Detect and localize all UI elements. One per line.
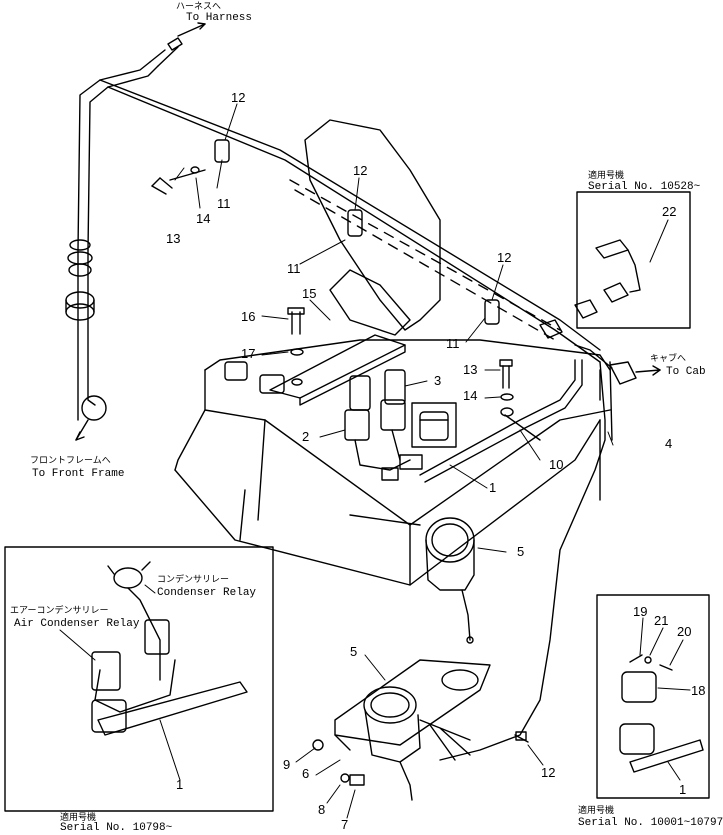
- part-number: 13: [166, 231, 181, 246]
- relay-box: [411, 402, 457, 448]
- part-number: 13: [463, 362, 478, 377]
- gauge-upper: [425, 517, 475, 644]
- to-front-frame-label-jp: フロントフレームへ: [30, 456, 111, 466]
- inset-bottom-right-applicable: 適用号機: [578, 806, 615, 816]
- bolt-13-right: [499, 359, 514, 401]
- part-number: 15: [302, 286, 317, 301]
- console-body: [174, 339, 611, 586]
- part-number: 11: [287, 261, 301, 276]
- part-number: 5: [350, 644, 358, 659]
- part-number: 5: [517, 544, 525, 559]
- to-harness-label: To Harness: [186, 12, 253, 24]
- part-number: 7: [341, 817, 349, 832]
- part-number: 6: [302, 766, 310, 781]
- inset-top-right: [576, 191, 691, 329]
- gauge-panel-lower: [312, 659, 491, 801]
- bracket-15: [224, 307, 406, 406]
- part-number: 1: [679, 782, 687, 797]
- tube-clips: [151, 139, 500, 325]
- inset-bottom-right: [596, 594, 710, 799]
- condenser-relay-label-jp: コンデンサリレー: [157, 575, 230, 585]
- part-number: 1: [176, 777, 184, 792]
- to-cab-label-jp: キャブへ: [650, 354, 687, 364]
- part-number: 12: [497, 250, 512, 265]
- wire-harness-1: [419, 359, 583, 483]
- inset-top-right-applicable: 適用号機: [588, 171, 625, 181]
- part-number: 18: [691, 683, 706, 698]
- part-number: 2: [302, 429, 310, 444]
- to-harness-arrow: [177, 22, 206, 37]
- part-number: 12: [541, 765, 556, 780]
- to-front-frame-label: To Front Frame: [32, 468, 125, 480]
- wire-harness-4: [439, 344, 613, 761]
- part-number: 8: [318, 802, 326, 817]
- part-number: 11: [217, 196, 231, 211]
- inset-top-right-serial: Serial No. 10528~: [588, 181, 701, 193]
- clip-12-lower: [514, 731, 529, 743]
- part-number: 20: [677, 624, 692, 639]
- part-number: 19: [633, 604, 648, 619]
- part-number: 22: [662, 204, 677, 219]
- part-number: 1: [489, 480, 497, 495]
- part-number: 11: [446, 336, 460, 351]
- seat-back: [304, 119, 441, 336]
- front-frame-wire: [65, 239, 107, 441]
- to-cab-label: To Cab: [666, 366, 706, 378]
- part-number: 3: [434, 373, 442, 388]
- part-number: 17: [241, 346, 256, 361]
- part-number: 16: [241, 309, 256, 324]
- overhead-harness-tubes: [77, 37, 601, 363]
- air-condenser-relay-label: Air Condenser Relay: [14, 618, 140, 630]
- part-number: 12: [353, 163, 368, 178]
- part-number: 14: [463, 388, 478, 403]
- inset-bottom-left-serial: Serial No. 10798~: [60, 822, 173, 834]
- air-condenser-relay-label-jp: エアーコンデンサリレー: [10, 606, 109, 616]
- part-number: 4: [665, 436, 673, 451]
- part-number: 14: [196, 211, 211, 226]
- inset-bottom-left-applicable: 適用号機: [60, 813, 97, 823]
- cab-connectors: [539, 299, 661, 385]
- inset-bottom-right-serial: Serial No. 10001~10797: [578, 817, 723, 829]
- to-harness-label-jp: ハーネスへ: [176, 2, 222, 12]
- part-number: 9: [283, 757, 291, 772]
- inset-bottom-left: [4, 546, 274, 812]
- part-number: 10: [549, 457, 564, 472]
- leader-lines: [59, 103, 691, 819]
- part-number: 12: [231, 90, 246, 105]
- condenser-relay-label: Condenser Relay: [157, 587, 257, 599]
- part-number: 21: [654, 613, 669, 628]
- switch-assemblies: [344, 369, 423, 481]
